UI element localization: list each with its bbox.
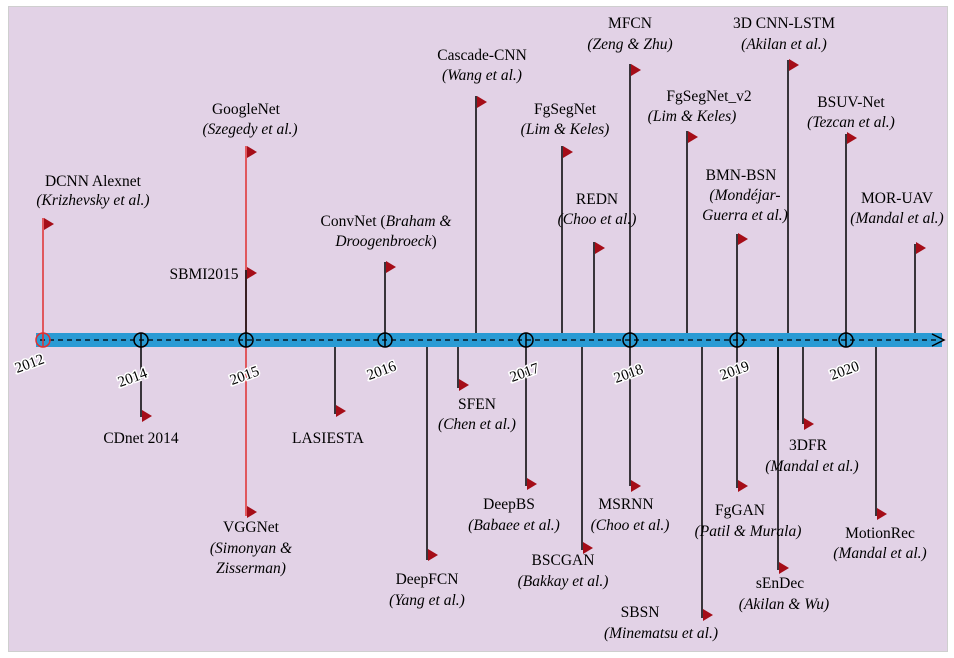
flag-icon [428, 549, 438, 561]
timeline-flags [44, 59, 926, 621]
label-mfcn-name: MFCN [608, 15, 652, 32]
year-label: 2018 [612, 362, 646, 387]
flag-icon [789, 59, 799, 71]
flag-icon [688, 131, 698, 143]
flag-icon [477, 96, 487, 108]
label-fgsegnet-name: FgSegNet [534, 101, 597, 118]
flag-icon [631, 64, 641, 76]
label-sendec-name: sEnDec [756, 575, 804, 592]
flag-icon [631, 480, 641, 492]
flag-icon [247, 146, 257, 158]
flag-icon [336, 405, 346, 417]
flag-icon [583, 542, 593, 554]
label-bmnbsn-name: BMN-BSN [706, 167, 777, 184]
label-sbmi-name: SBMI2015 [170, 266, 239, 283]
flag-icon [459, 379, 469, 391]
label-cascadecnn-name: Cascade-CNN [437, 47, 527, 64]
label-dcnn-authors: (Krizhevsky et al.) [36, 192, 149, 209]
year-label: 2012 [13, 352, 47, 377]
label-bmnbsn-authors-line1: (Mondéjar- [709, 187, 780, 204]
label-bscgan-authors: (Bakkay et al.) [518, 573, 609, 590]
label-morua-name: MOR-UAV [861, 190, 934, 207]
year-label: 2020 [828, 359, 862, 384]
label-vggnet-authors-line2: Zisserman) [216, 560, 286, 577]
label-cdnet-name: CDnet 2014 [103, 430, 179, 447]
label-deepfcn-authors: (Yang et al.) [389, 592, 465, 609]
flag-icon [738, 480, 748, 492]
label-bmnbsn-authors-line2: Guerra et al.) [702, 207, 788, 224]
label-fgsegnetv2-authors: (Lim & Keles) [648, 108, 737, 125]
label-googlenet-authors: (Szegedy et al.) [202, 121, 297, 138]
label-3dfr-name: 3DFR [789, 437, 828, 454]
label-sfen-name: SFEN [458, 396, 496, 413]
label-convnet: ConvNet (Braham & [321, 213, 452, 230]
label-redn-name: REDN [576, 191, 618, 208]
timeline-panel [8, 6, 948, 652]
year-label: 2017 [508, 360, 542, 385]
label-morua-authors: (Mandal et al.) [850, 210, 943, 227]
label-redn-authors: (Choo et al.) [558, 211, 637, 228]
flag-icon [563, 146, 573, 158]
label-deepbs-name: DeepBS [483, 496, 535, 513]
label-sbsn-authors: (Minematsu et al.) [604, 625, 718, 642]
label-mfcn-authors: (Zeng & Zhu) [587, 36, 672, 53]
timeline-arrowhead [931, 333, 946, 347]
label-deepfcn-name: DeepFCN [396, 571, 459, 588]
label-fggan-authors: (Patil & Murala) [695, 523, 802, 540]
flag-icon [804, 418, 814, 430]
label-cnnlstm-authors: (Akilan et al.) [741, 36, 827, 53]
label-sfen-authors: (Chen et al.) [438, 416, 516, 433]
label-vggnet-name: VGGNet [223, 519, 280, 536]
flag-icon [877, 508, 887, 520]
label-cnnlstm-name: 3D CNN-LSTM [733, 15, 835, 32]
label-lasiesta-name: LASIESTA [292, 430, 365, 447]
label-cascadecnn-authors: (Wang et al.) [442, 67, 522, 84]
label-motionrec-authors: (Mandal et al.) [833, 545, 926, 562]
label-motionrec-name: MotionRec [845, 525, 915, 542]
flag-icon [247, 267, 257, 279]
label-fgsegnet-authors: (Lim & Keles) [521, 121, 610, 138]
timeline-stems [42, 60, 916, 618]
label-convnet-authors-line2: Droogenbroeck) [334, 233, 436, 250]
flag-icon [527, 478, 537, 490]
label-bscgan-name: BSCGAN [532, 552, 595, 569]
flag-icon [44, 218, 54, 230]
label-fggan-name: FgGAN [715, 502, 765, 519]
flag-icon [142, 410, 152, 422]
flag-icon [847, 132, 857, 144]
label-dcnn-name: DCNN Alexnet [45, 173, 142, 190]
label-3dfr-authors: (Mandal et al.) [765, 458, 858, 475]
flag-icon [386, 261, 396, 273]
flag-icon [738, 233, 748, 245]
label-msrnn-name: MSRNN [598, 496, 653, 513]
label-sendec-authors: (Akilan & Wu) [739, 596, 829, 613]
label-fgsegnetv2-name: FgSegNet_v2 [666, 88, 751, 105]
flag-icon [779, 562, 789, 574]
year-label: 2014 [116, 365, 150, 390]
label-bsuvnet-name: BSUV-Net [817, 94, 885, 111]
year-labels: 2012 2014 2015 2016 2017 2018 2019 2020 [11, 350, 863, 392]
label-googlenet-name: GoogleNet [212, 101, 281, 118]
labels: DCNN Alexnet (Krizhevsky et al.) GoogleN… [36, 15, 943, 642]
timeline-axis [36, 333, 942, 347]
label-bsuvnet-authors: (Tezcan et al.) [807, 114, 895, 131]
flag-icon [703, 609, 713, 621]
flag-icon [595, 242, 605, 254]
flag-icon [247, 506, 257, 518]
year-markers [35, 332, 854, 348]
label-deepbs-authors: (Babaee et al.) [468, 517, 560, 534]
flag-icon [916, 242, 926, 254]
year-label: 2019 [718, 359, 752, 384]
label-sbsn-name: SBSN [621, 604, 660, 621]
year-label: 2015 [228, 364, 262, 389]
label-msrnn-authors: (Choo et al.) [591, 517, 670, 534]
year-label: 2016 [365, 358, 399, 383]
label-vggnet-authors-line1: (Simonyan & [210, 540, 292, 557]
